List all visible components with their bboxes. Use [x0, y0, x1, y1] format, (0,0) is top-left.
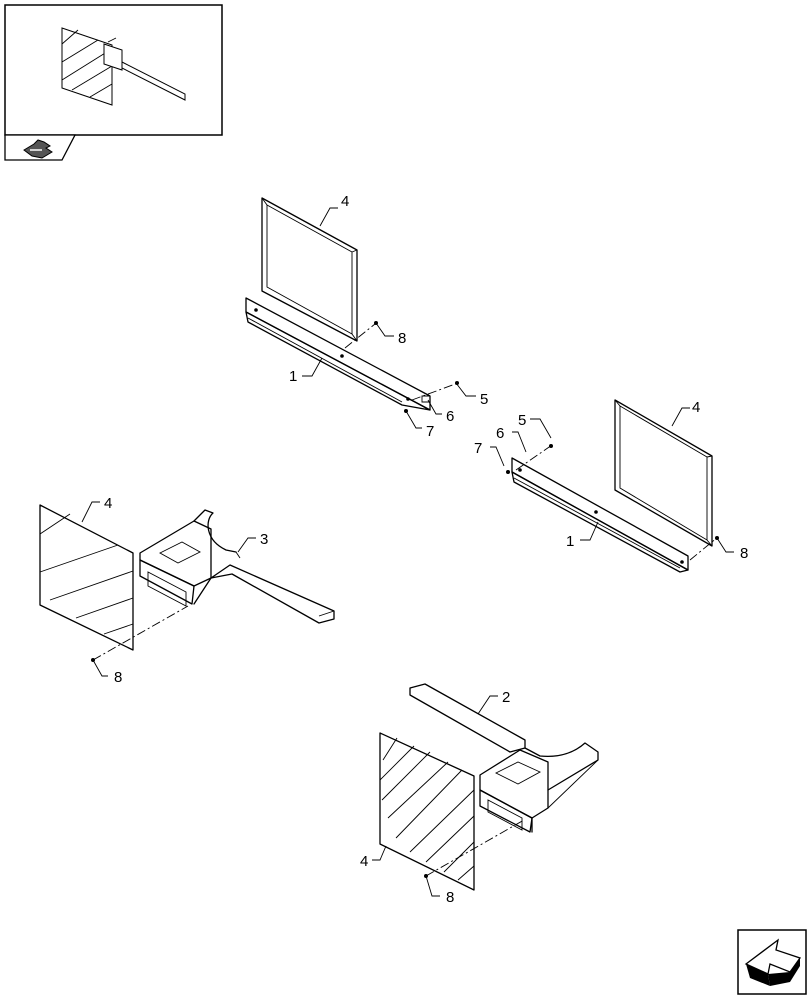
- next-page-arrow-icon: [744, 938, 802, 986]
- callout-7-left: 7: [426, 423, 434, 440]
- callout-8-top: 8: [398, 330, 406, 347]
- callout-8-midleft: 8: [114, 669, 122, 686]
- callout-3-midleft: 3: [260, 531, 268, 548]
- centerline-bottom-8: [425, 819, 525, 877]
- callout-4-midleft: 4: [104, 495, 112, 512]
- callout-4-bottom: 4: [360, 853, 368, 870]
- callout-6-right: 6: [496, 425, 504, 442]
- callout-5-right: 5: [518, 412, 526, 429]
- callout-1-left: 1: [289, 368, 297, 385]
- centerline-right-8: [689, 536, 719, 561]
- callout-1-right: 1: [566, 533, 574, 550]
- leader-lines: [81, 207, 734, 897]
- strip-1-right: [511, 457, 689, 573]
- callout-4-right: 4: [692, 399, 700, 416]
- callout-8-bottom: 8: [446, 889, 454, 906]
- screw-5-right: [549, 444, 553, 448]
- bracket-2: [409, 683, 599, 833]
- callout-8-right: 8: [740, 545, 748, 562]
- thumbnail-panel[interactable]: [4, 4, 223, 161]
- panel-4-right: [614, 399, 713, 547]
- thumbnail-assembly: [61, 27, 186, 106]
- panel-4-bottom: [379, 732, 475, 891]
- callout-2-bottom: 2: [502, 689, 510, 706]
- callout-4-top: 4: [341, 193, 349, 210]
- panel-4-midleft: [39, 504, 134, 651]
- bracket-3: [139, 509, 335, 624]
- centerline-midleft-8: [92, 605, 189, 661]
- next-page-button[interactable]: [737, 929, 807, 995]
- callout-7-right: 7: [474, 440, 482, 457]
- callout-6-left: 6: [446, 408, 454, 425]
- callout-5-left: 5: [480, 391, 488, 408]
- panel-4-top: [261, 197, 358, 342]
- strip-1-top: [245, 297, 431, 411]
- screw-5-top: [455, 381, 459, 385]
- nut-7-right: [506, 470, 510, 474]
- washer-6-top: [421, 395, 431, 403]
- arrow-hand-icon: [23, 139, 53, 159]
- centerline-right-567: [515, 444, 553, 471]
- centerline-top-8: [344, 323, 376, 349]
- centerline-top-567: [411, 382, 459, 401]
